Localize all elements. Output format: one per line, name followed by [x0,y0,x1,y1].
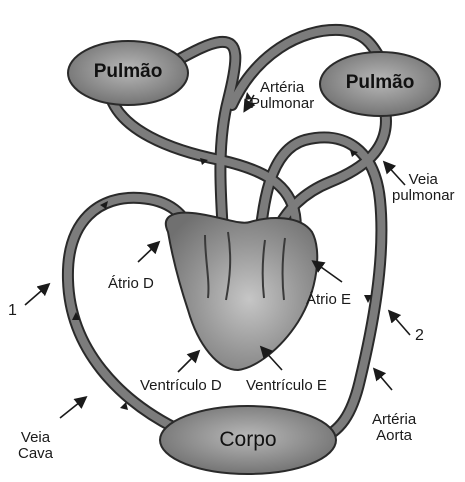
veia-pulmonar-line2: pulmonar [392,188,455,204]
atrio-d-label: Átrio D [108,276,154,292]
right-lung-label: Pulmão [340,72,420,94]
arteria-pulmonar-line1: Artéria [250,80,314,96]
number-1-label: 1 [8,303,17,320]
arteria-aorta-label: Artéria Aorta [372,412,416,444]
arteria-pulmonar-label: Artéria Pulmonar [250,80,314,112]
veia-pulmonar-label: Veia pulmonar [392,172,455,204]
ventriculo-e-label: Ventrículo E [246,378,327,394]
left-lung-label: Pulmão [88,61,168,83]
heart-shape [166,213,317,370]
veia-cava-line2: Cava [18,446,53,462]
veia-pulmonar-line1: Veia [392,172,455,188]
veia-cava-line1: Veia [18,430,53,446]
arteria-aorta-line1: Artéria [372,412,416,428]
ventriculo-d-label: Ventrículo D [140,378,222,394]
arteria-pulmonar-line2: Pulmonar [250,96,314,112]
atrio-e-label: Átrio E [306,292,351,308]
number-2-label: 2 [415,328,424,345]
arteria-aorta-line2: Aorta [372,428,416,444]
veia-cava-label: Veia Cava [18,430,53,462]
body-label: Corpo [198,428,298,452]
